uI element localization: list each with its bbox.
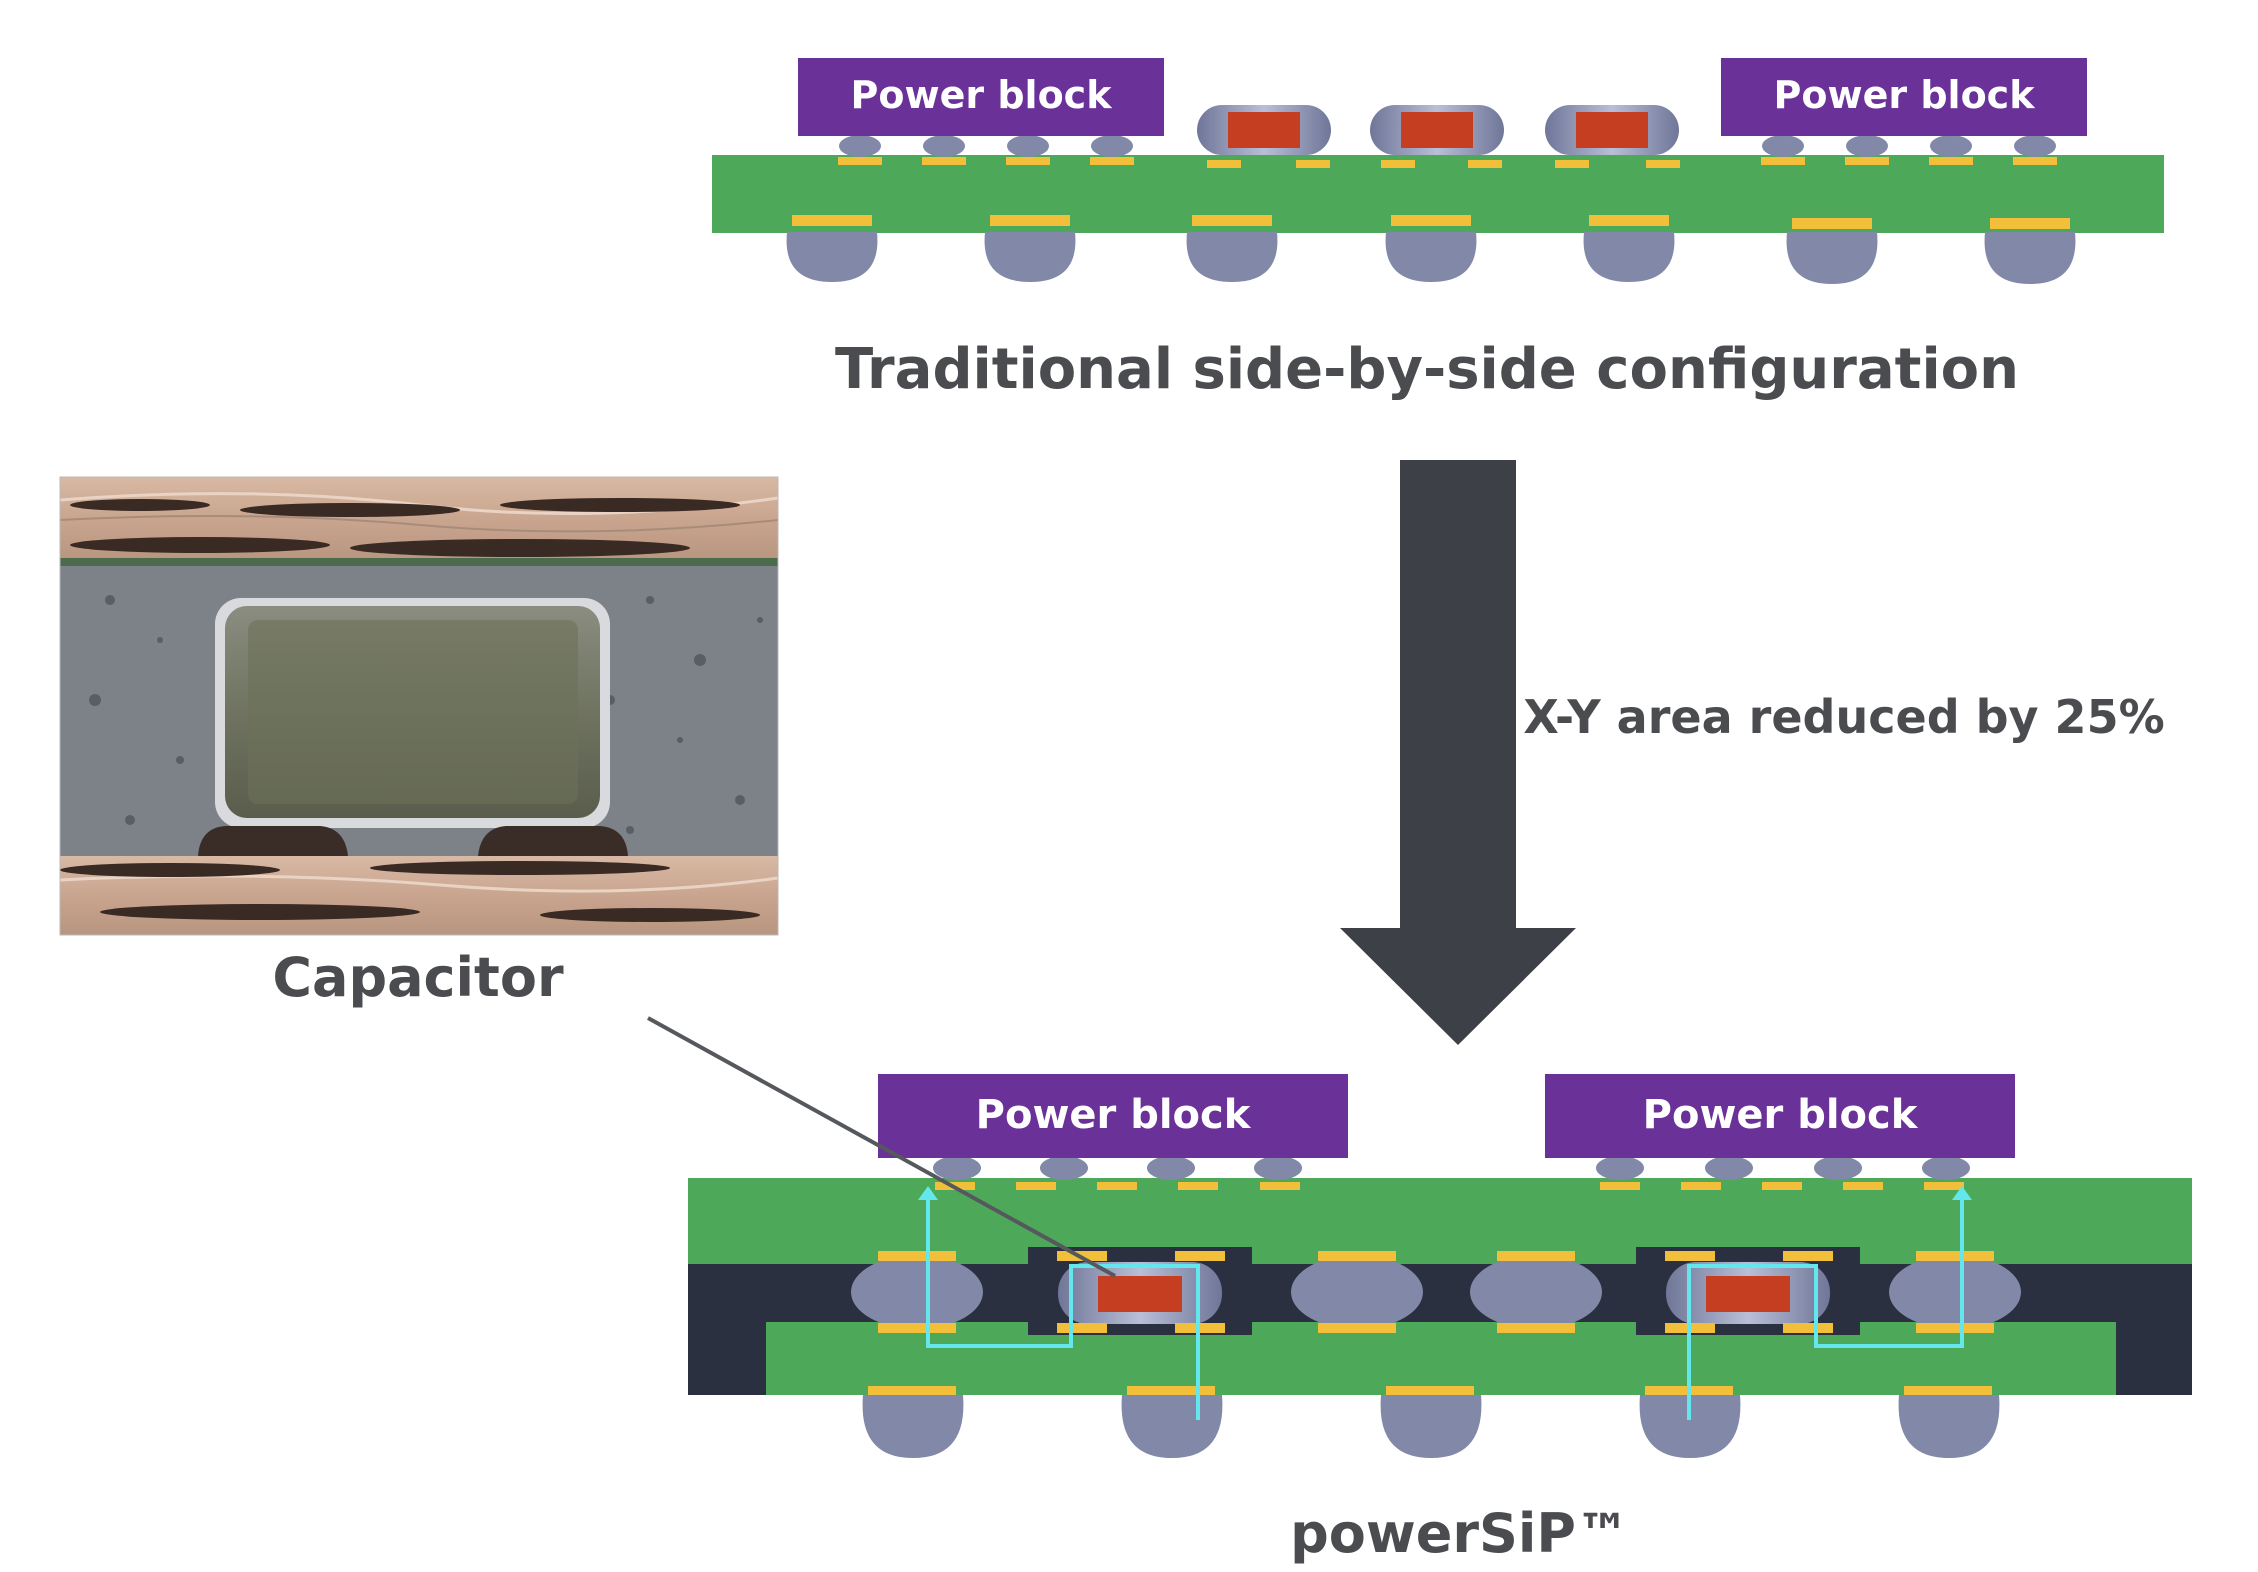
capacitor-leader-line	[647, 1016, 1116, 1278]
top-diagram-caption: Traditional side-by-side configuration	[835, 337, 2019, 402]
down-arrow-icon	[1340, 460, 1576, 1045]
reduction-arrow: X-Y area reduced by 25%	[1340, 460, 2165, 1045]
bottom-solder-balls	[862, 1395, 2000, 1458]
powersip-power-block-left-label: Power block	[976, 1092, 1252, 1138]
powersip-power-block-right	[1545, 1074, 2015, 1158]
powersip-micro-bumps	[933, 1156, 1970, 1180]
powersip-power-block-left	[878, 1074, 1348, 1158]
embedded-capacitor-left	[1058, 1262, 1222, 1324]
capacitor-photo	[59, 476, 779, 936]
powersip-caption: powerSiP™	[1290, 1502, 1630, 1565]
current-path-left	[918, 1186, 1200, 1420]
traditional-diagram: Power block Power block	[712, 58, 2164, 402]
embedded-capacitor-right	[1666, 1262, 1830, 1324]
interposer-balls	[851, 1255, 2021, 1329]
top-power-block-right-label: Power block	[1774, 73, 2036, 117]
top-power-block-left-label: Power block	[851, 73, 1113, 117]
top-capacitor-2	[1370, 105, 1504, 155]
top-capacitor-3	[1545, 105, 1679, 155]
top-power-block-right	[1721, 58, 2087, 136]
capacitor-label: Capacitor	[272, 946, 564, 1009]
upper-substrate	[688, 1178, 2192, 1264]
top-power-block-left	[798, 58, 1164, 136]
top-upper-pads	[838, 157, 2057, 168]
current-path-right	[1687, 1186, 1972, 1420]
top-lower-pads	[792, 215, 2070, 229]
lower-substrate	[766, 1322, 2116, 1395]
top-solder-balls	[786, 232, 2076, 284]
top-micro-bumps	[839, 135, 2056, 157]
powersip-power-block-right-label: Power block	[1643, 1092, 1919, 1138]
powersip-diagram: Power block Power block powerSiP™	[688, 1074, 2192, 1565]
arrow-label: X-Y area reduced by 25%	[1523, 690, 2164, 744]
top-capacitor-1	[1197, 105, 1331, 155]
